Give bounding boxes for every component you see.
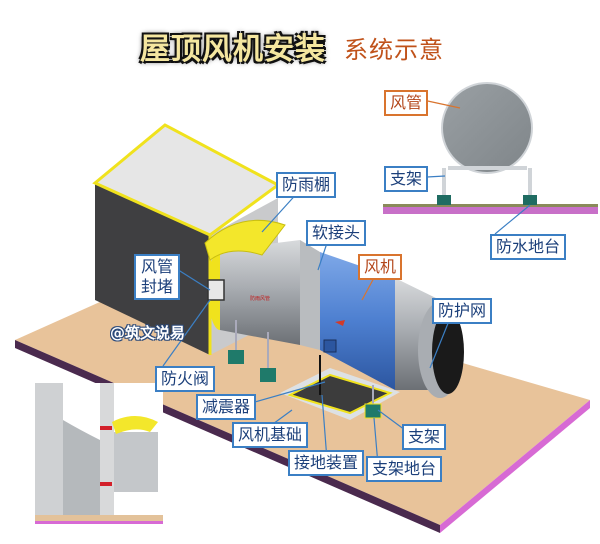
label-grounding-device: 接地装置: [288, 450, 365, 476]
section-inset: [383, 82, 598, 214]
label-section-duct: 风管: [384, 90, 429, 116]
label-fire-damper: 防火阀: [155, 366, 216, 392]
label-duct-sealing: 风管封堵: [134, 254, 180, 300]
label-rain-shield: 防雨棚: [276, 172, 337, 198]
rain-shield: [204, 219, 286, 261]
page-subtitle: 系统示意: [344, 36, 444, 64]
label-section-waterproof-plinth: 防水地台: [490, 234, 567, 260]
section-duct-circle: [441, 82, 533, 174]
watermark: @筑文说易: [110, 324, 186, 342]
leader-lines: [162, 175, 531, 466]
label-section-support: 支架: [384, 166, 429, 192]
label-support-plinth: 支架地台: [366, 456, 443, 482]
fan-body: [320, 252, 395, 390]
protective-mesh: [432, 310, 464, 394]
label-fan: 风机: [358, 254, 403, 280]
svg-text:防雨风管: 防雨风管: [250, 295, 270, 302]
label-support: 支架: [402, 424, 447, 450]
label-soft-connector: 软接头: [306, 220, 367, 246]
fire-damper-handle: [207, 279, 225, 301]
page-title: 屋顶风机安装: [140, 32, 326, 67]
duct-supports: [228, 320, 382, 419]
detail-inset: [35, 383, 163, 528]
label-vibration-isolator: 减震器: [196, 394, 257, 420]
label-fan-foundation: 风机基础: [232, 422, 309, 448]
label-protective-mesh: 防护网: [432, 298, 493, 324]
